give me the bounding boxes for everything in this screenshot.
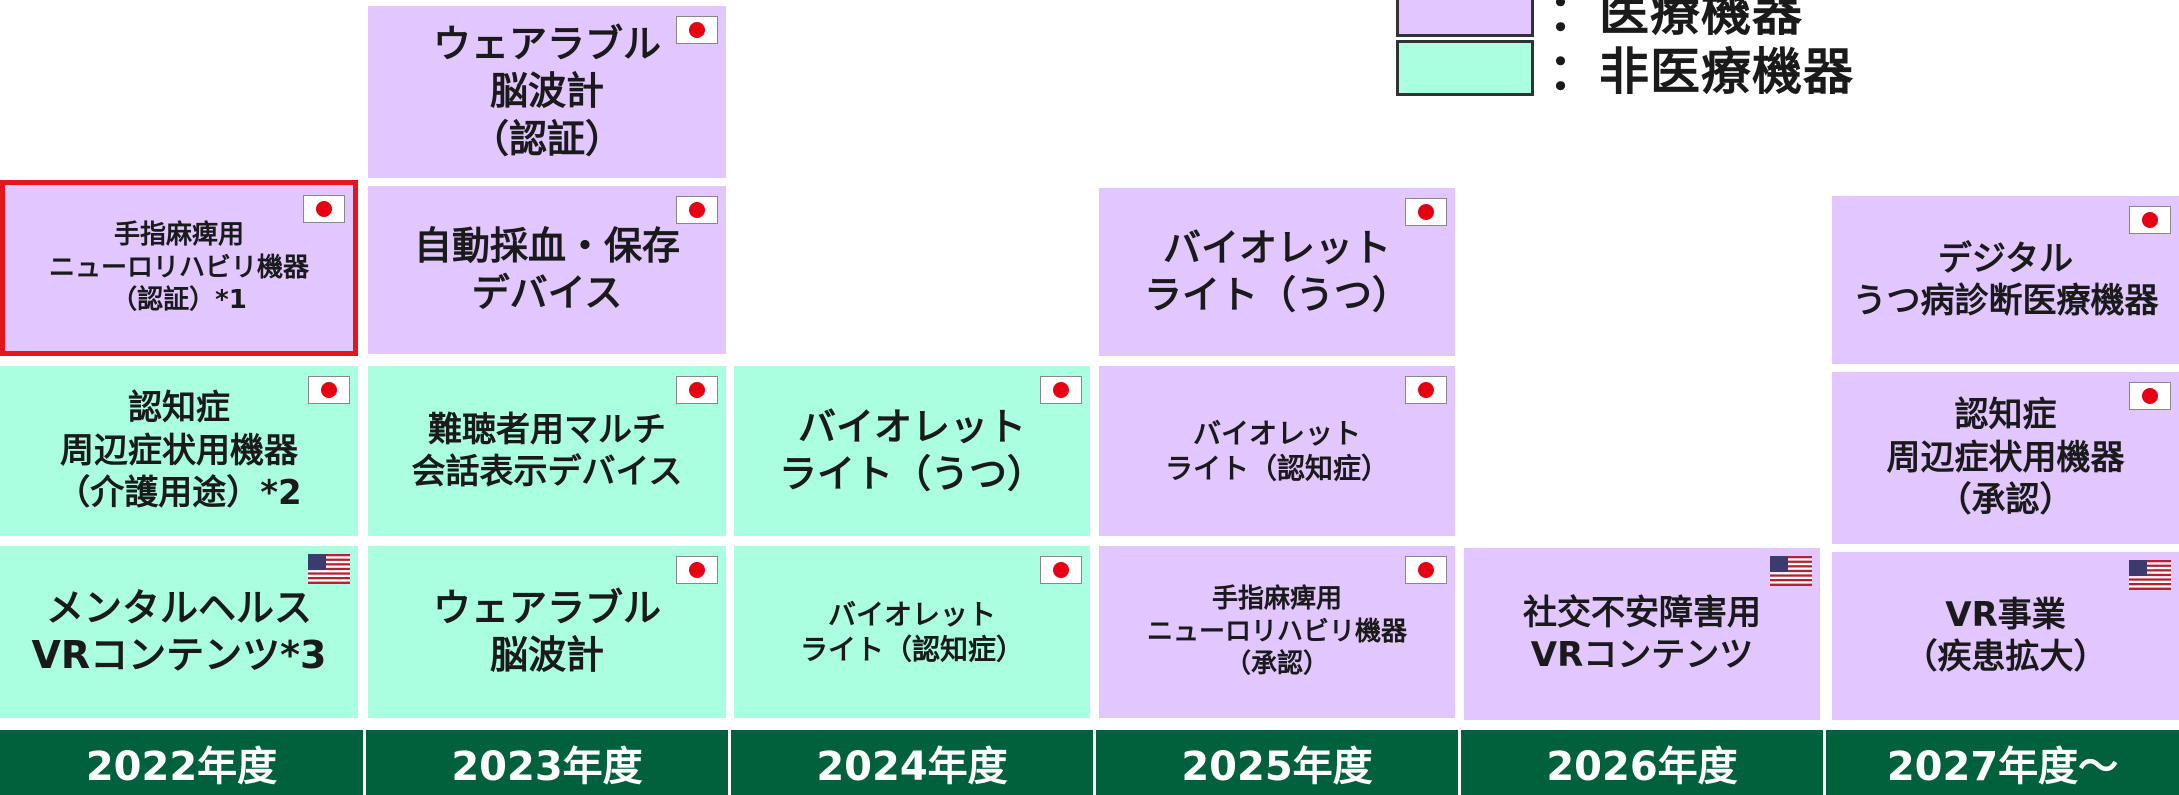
year-2022: 2022年度 xyxy=(85,743,278,790)
card-mental-health-vr: メンタルヘルス VRコンテンツ*3 xyxy=(0,546,358,718)
card-wearable-eeg: ウェアラブル 脳波計 xyxy=(368,546,726,718)
card-violet-light-dementia-medical: バイオレット ライト（認知症） xyxy=(1099,366,1455,536)
year-2027-onward: 2027年度〜 xyxy=(1886,743,2119,790)
card-finger-neurorehab-approved: 手指麻痺用 ニューロリハビリ機器 （承認） xyxy=(1099,546,1455,718)
japan-flag-icon xyxy=(1405,198,1447,226)
card-line: メンタルヘルス xyxy=(45,585,312,630)
card-line: 難聴者用マルチ xyxy=(428,409,666,450)
legend-medical: ：医療機器 xyxy=(1396,0,1803,45)
year-divider xyxy=(1093,730,1096,795)
legend-nonmedical: ：非医療機器 xyxy=(1396,32,1854,104)
japan-flag-icon xyxy=(676,376,718,404)
card-line: VR事業 xyxy=(1945,594,2066,635)
card-line: うつ病診断医療機器 xyxy=(1852,281,2159,321)
card-line: （疾患拡大） xyxy=(1903,637,2108,677)
card-finger-neurorehab-certified: 手指麻痺用 ニューロリハビリ機器 （認証）*1 xyxy=(0,180,358,356)
card-line: ニューロリハビリ機器 xyxy=(48,252,309,283)
card-line: バイオレット xyxy=(797,404,1026,449)
card-line: 脳波計 xyxy=(489,69,604,114)
usa-flag-icon xyxy=(2129,560,2171,590)
japan-flag-icon xyxy=(303,195,345,223)
card-line: デジタル xyxy=(1937,238,2074,279)
card-hearing-conversation-display: 難聴者用マルチ 会話表示デバイス xyxy=(368,366,726,536)
card-line: 周辺症状用機器 xyxy=(1886,437,2125,478)
card-line: （認証） xyxy=(470,116,623,161)
card-line: （認証）*1 xyxy=(111,285,247,316)
card-line: （承認） xyxy=(1937,480,2074,521)
card-violet-light-dementia-nonmedical: バイオレット ライト（認知症） xyxy=(734,546,1090,718)
card-line: VRコンテンツ*3 xyxy=(31,633,327,677)
japan-flag-icon xyxy=(308,376,350,404)
card-line: ニューロリハビリ機器 xyxy=(1146,616,1407,647)
usa-flag-icon xyxy=(308,554,350,584)
card-violet-light-depression-medical: バイオレット ライト（うつ） xyxy=(1099,188,1455,356)
year-divider xyxy=(1458,730,1461,795)
legend-label-nonmedical: ：非医療機器 xyxy=(1548,43,1854,101)
card-auto-blood-collection: 自動採血・保存 デバイス xyxy=(368,186,726,354)
card-line: ライト（うつ） xyxy=(1143,273,1410,317)
year-2026: 2026年度 xyxy=(1546,743,1738,790)
card-line: 認知症 xyxy=(1954,395,2057,436)
legend-swatch-medical xyxy=(1396,0,1534,37)
year-2023: 2023年度 xyxy=(451,743,643,790)
year-divider xyxy=(728,730,731,795)
card-line: ライト（うつ） xyxy=(778,452,1045,496)
card-line: バイオレット xyxy=(1162,225,1391,270)
card-line: 脳波計 xyxy=(489,633,604,677)
card-line: 認知症 xyxy=(128,388,230,429)
card-dementia-bpsd-care: 認知症 周辺症状用機器 （介護用途）*2 xyxy=(0,366,358,536)
japan-flag-icon xyxy=(1040,556,1082,584)
card-line: 自動採血・保存 xyxy=(413,223,680,268)
usa-flag-icon xyxy=(1770,556,1812,586)
card-violet-light-depression-nonmedical: バイオレット ライト（うつ） xyxy=(734,366,1090,536)
card-digital-depression-diagnosis: デジタル うつ病診断医療機器 xyxy=(1832,196,2179,364)
japan-flag-icon xyxy=(676,556,718,584)
legend-label-medical: ：医療機器 xyxy=(1548,0,1803,42)
year-divider xyxy=(1823,730,1826,795)
card-vr-business-expansion: VR事業 （疾患拡大） xyxy=(1832,552,2179,720)
card-line: バイオレット xyxy=(1192,417,1361,450)
year-divider xyxy=(363,730,366,795)
japan-flag-icon xyxy=(2129,382,2171,410)
card-line: ウェアラブル xyxy=(432,585,661,630)
card-line: ライト（認知症） xyxy=(799,633,1024,666)
card-line: （承認） xyxy=(1224,649,1329,680)
year-2024: 2024年度 xyxy=(816,743,1008,790)
legend-swatch-nonmedical xyxy=(1396,40,1534,96)
japan-flag-icon xyxy=(676,196,718,224)
card-line: 手指麻痺用 xyxy=(113,220,244,251)
card-line: ライト（認知症） xyxy=(1164,452,1389,485)
card-line: 社交不安障害用 xyxy=(1523,592,1761,633)
card-line: バイオレット xyxy=(827,598,996,631)
japan-flag-icon xyxy=(2129,206,2171,234)
japan-flag-icon xyxy=(676,16,718,44)
japan-flag-icon xyxy=(1405,376,1447,404)
card-line: 周辺症状用機器 xyxy=(60,430,298,471)
card-line: （介護用途）*2 xyxy=(56,473,302,514)
card-social-anxiety-vr: 社交不安障害用 VRコンテンツ xyxy=(1464,548,1820,720)
card-line: 会話表示デバイス xyxy=(411,452,683,492)
card-line: ウェアラブル xyxy=(432,21,661,66)
year-2025: 2025年度 xyxy=(1181,743,1373,790)
japan-flag-icon xyxy=(1405,556,1447,584)
card-line: VRコンテンツ xyxy=(1530,635,1754,675)
card-wearable-eeg-certified: ウェアラブル 脳波計 （認証） xyxy=(368,6,726,178)
card-line: デバイス xyxy=(471,271,623,315)
card-dementia-bpsd-approved: 認知症 周辺症状用機器 （承認） xyxy=(1832,372,2179,544)
card-line: 手指麻痺用 xyxy=(1211,584,1342,615)
japan-flag-icon xyxy=(1040,376,1082,404)
